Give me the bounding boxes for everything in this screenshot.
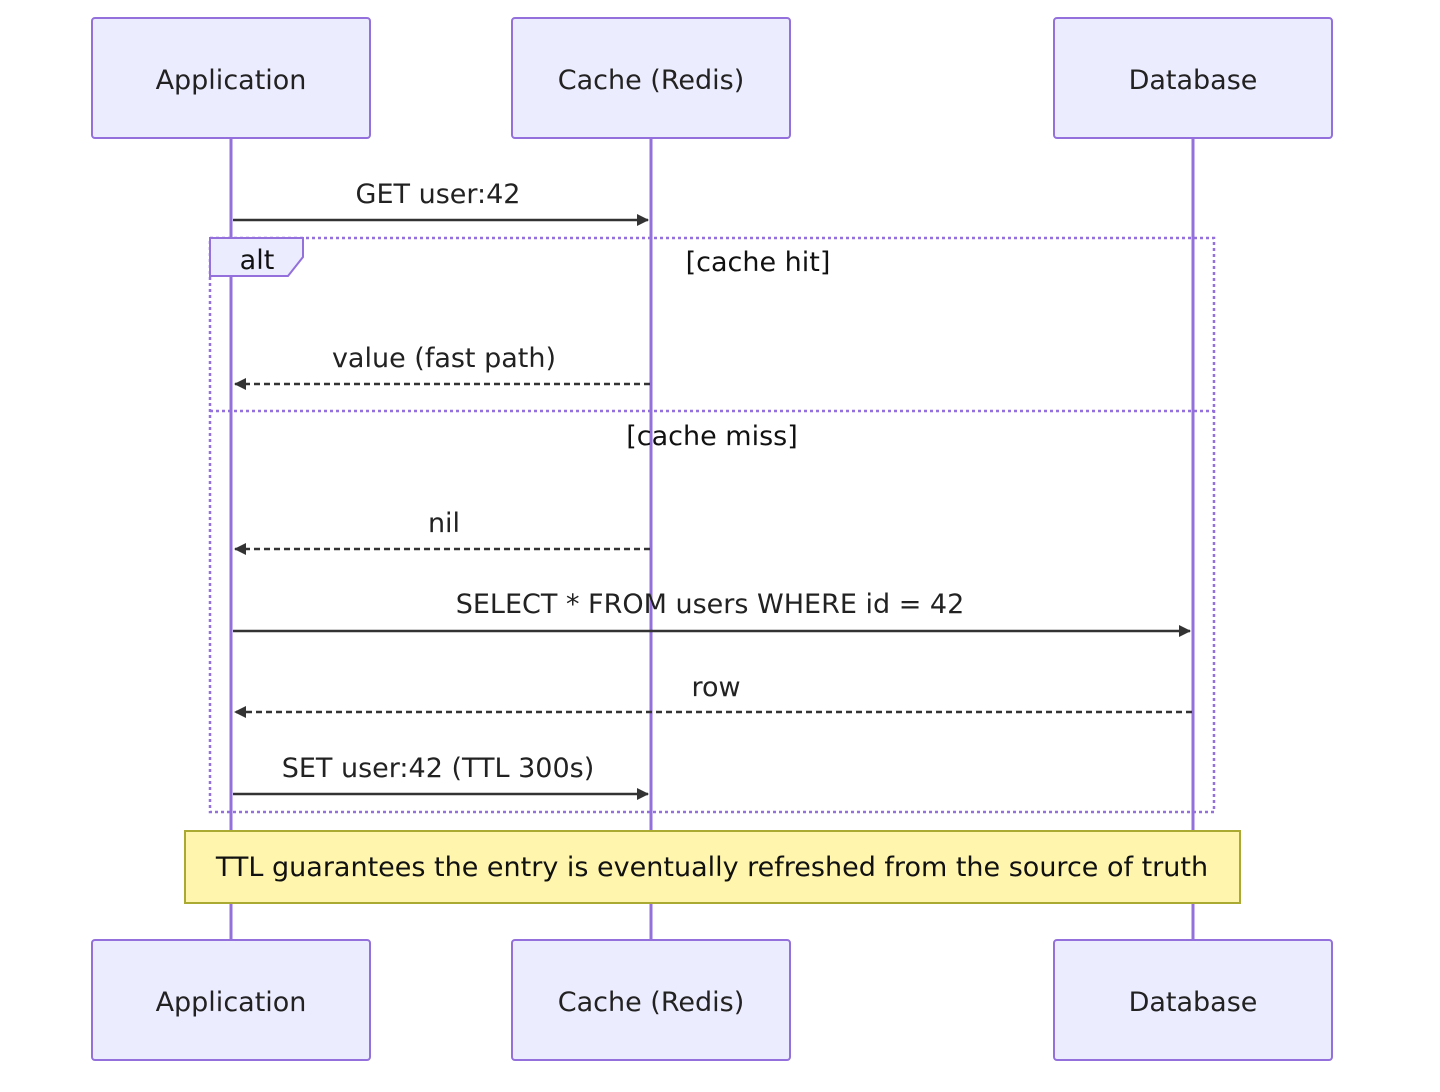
message-select: SELECT * FROM users WHERE id = 42 bbox=[233, 589, 1191, 637]
actor-label: Cache (Redis) bbox=[558, 65, 744, 96]
actor-application-top: Application bbox=[91, 17, 371, 139]
note-text: TTL guarantees the entry is eventually r… bbox=[215, 852, 1208, 883]
message-set: SET user:42 (TTL 300s) bbox=[233, 753, 649, 800]
actor-database-top: Database bbox=[1053, 17, 1333, 139]
message-label: SELECT * FROM users WHERE id = 42 bbox=[456, 589, 965, 620]
actor-label: Database bbox=[1129, 65, 1258, 96]
message-label: value (fast path) bbox=[332, 343, 556, 374]
actor-label: Application bbox=[156, 65, 307, 96]
alt-condition-hit: [cache hit] bbox=[686, 247, 831, 278]
message-get: GET user:42 bbox=[233, 179, 649, 226]
actor-application-bottom: Application bbox=[91, 939, 371, 1061]
alt-frame-border bbox=[208, 236, 1216, 814]
actor-cache-top: Cache (Redis) bbox=[511, 17, 791, 139]
note: TTL guarantees the entry is eventually r… bbox=[184, 830, 1241, 904]
actor-cache-bottom: Cache (Redis) bbox=[511, 939, 791, 1061]
message-nil: nil bbox=[234, 508, 650, 555]
message-label: GET user:42 bbox=[356, 179, 521, 210]
message-label: row bbox=[691, 672, 740, 703]
actor-label: Cache (Redis) bbox=[558, 987, 744, 1018]
note-box bbox=[184, 830, 1241, 904]
alt-condition-miss: [cache miss] bbox=[626, 421, 798, 452]
actor-label: Application bbox=[156, 987, 307, 1018]
message-label: SET user:42 (TTL 300s) bbox=[282, 753, 595, 784]
message-label: nil bbox=[428, 508, 460, 539]
message-row: row bbox=[234, 672, 1192, 718]
alt-frame-tab bbox=[209, 237, 304, 277]
alt-frame: alt [cache hit] [cache miss] bbox=[208, 236, 1216, 814]
alt-keyword: alt bbox=[240, 245, 275, 276]
actor-database-bottom: Database bbox=[1053, 939, 1333, 1061]
actor-label: Database bbox=[1129, 987, 1258, 1018]
message-value: value (fast path) bbox=[234, 343, 650, 390]
